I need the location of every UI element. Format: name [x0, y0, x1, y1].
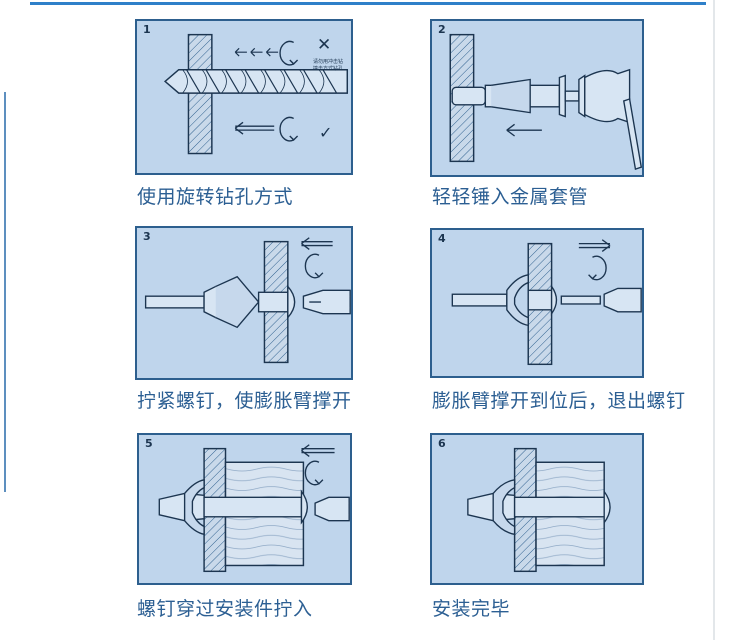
wall-section — [187, 33, 213, 155]
screwdriver-icon — [603, 287, 642, 313]
step-6-caption: 安装完毕 — [432, 598, 511, 620]
drill-bit-icon — [163, 68, 349, 94]
drill-warning-note: 请勿用冲击钻 撞击方式钻孔 — [313, 59, 344, 72]
step-6-illustration — [467, 447, 611, 573]
installed-anchor-icon — [158, 478, 308, 536]
direction-arrow-icon — [578, 239, 611, 252]
rotate-arrow-icon — [304, 253, 320, 279]
step-1-illustration — [163, 33, 349, 155]
rotate-arrow-icon — [592, 255, 607, 281]
direction-arrow-icon — [234, 121, 275, 135]
direction-arrow-icon — [301, 444, 335, 457]
expanded-anchor-icon — [451, 273, 601, 327]
step-2-panel: 2 — [430, 19, 644, 177]
check-icon: ✓ — [319, 123, 333, 142]
direction-arrow-icon — [506, 123, 542, 137]
hammer-action-arrows-icon — [234, 47, 279, 57]
direction-arrow-icon — [301, 237, 333, 250]
top-accent-rule — [30, 2, 706, 5]
step-1-panel: 1 请勿用冲击钻 撞击方式钻孔 ✕ ✓ — [135, 19, 353, 175]
step-number: 4 — [438, 232, 446, 245]
step-number: 2 — [438, 23, 446, 36]
step-number: 5 — [145, 437, 153, 450]
step-5-illustration — [158, 444, 350, 573]
step-3-panel: 3 — [135, 226, 353, 380]
left-divider — [4, 92, 6, 492]
step-5-panel: 5 — [137, 433, 352, 585]
step-number: 6 — [438, 437, 446, 450]
step-1-caption: 使用旋转钻孔方式 — [137, 186, 294, 208]
rotate-arrow-icon — [304, 460, 320, 486]
step-number: 1 — [143, 23, 151, 36]
screwdriver-icon — [302, 289, 351, 315]
screwdriver-icon — [314, 496, 350, 522]
step-3-caption: 拧紧螺钉，使膨胀臂撑开 — [137, 390, 352, 412]
step-4-panel: 4 — [430, 228, 644, 378]
expanding-anchor-icon — [144, 275, 296, 329]
step-2-illustration — [449, 33, 642, 171]
step-4-illustration — [451, 239, 642, 366]
step-5-caption: 螺钉穿过安装件拧入 — [137, 598, 313, 620]
anchor-sleeve-icon — [451, 74, 586, 118]
step-6-panel: 6 — [430, 433, 644, 585]
step-4-caption: 膨胀臂撑开到位后，退出螺钉 — [432, 390, 686, 412]
step-2-caption: 轻轻锤入金属套管 — [432, 186, 589, 208]
cross-icon: ✕ — [317, 35, 332, 55]
step-3-illustration — [144, 237, 351, 364]
rotate-arrow-icon — [279, 40, 295, 66]
right-divider — [713, 0, 715, 640]
rotate-arrow-icon — [279, 116, 295, 142]
installed-anchor-icon — [467, 478, 611, 536]
hammer-icon — [584, 68, 642, 171]
step-number: 3 — [143, 230, 151, 243]
